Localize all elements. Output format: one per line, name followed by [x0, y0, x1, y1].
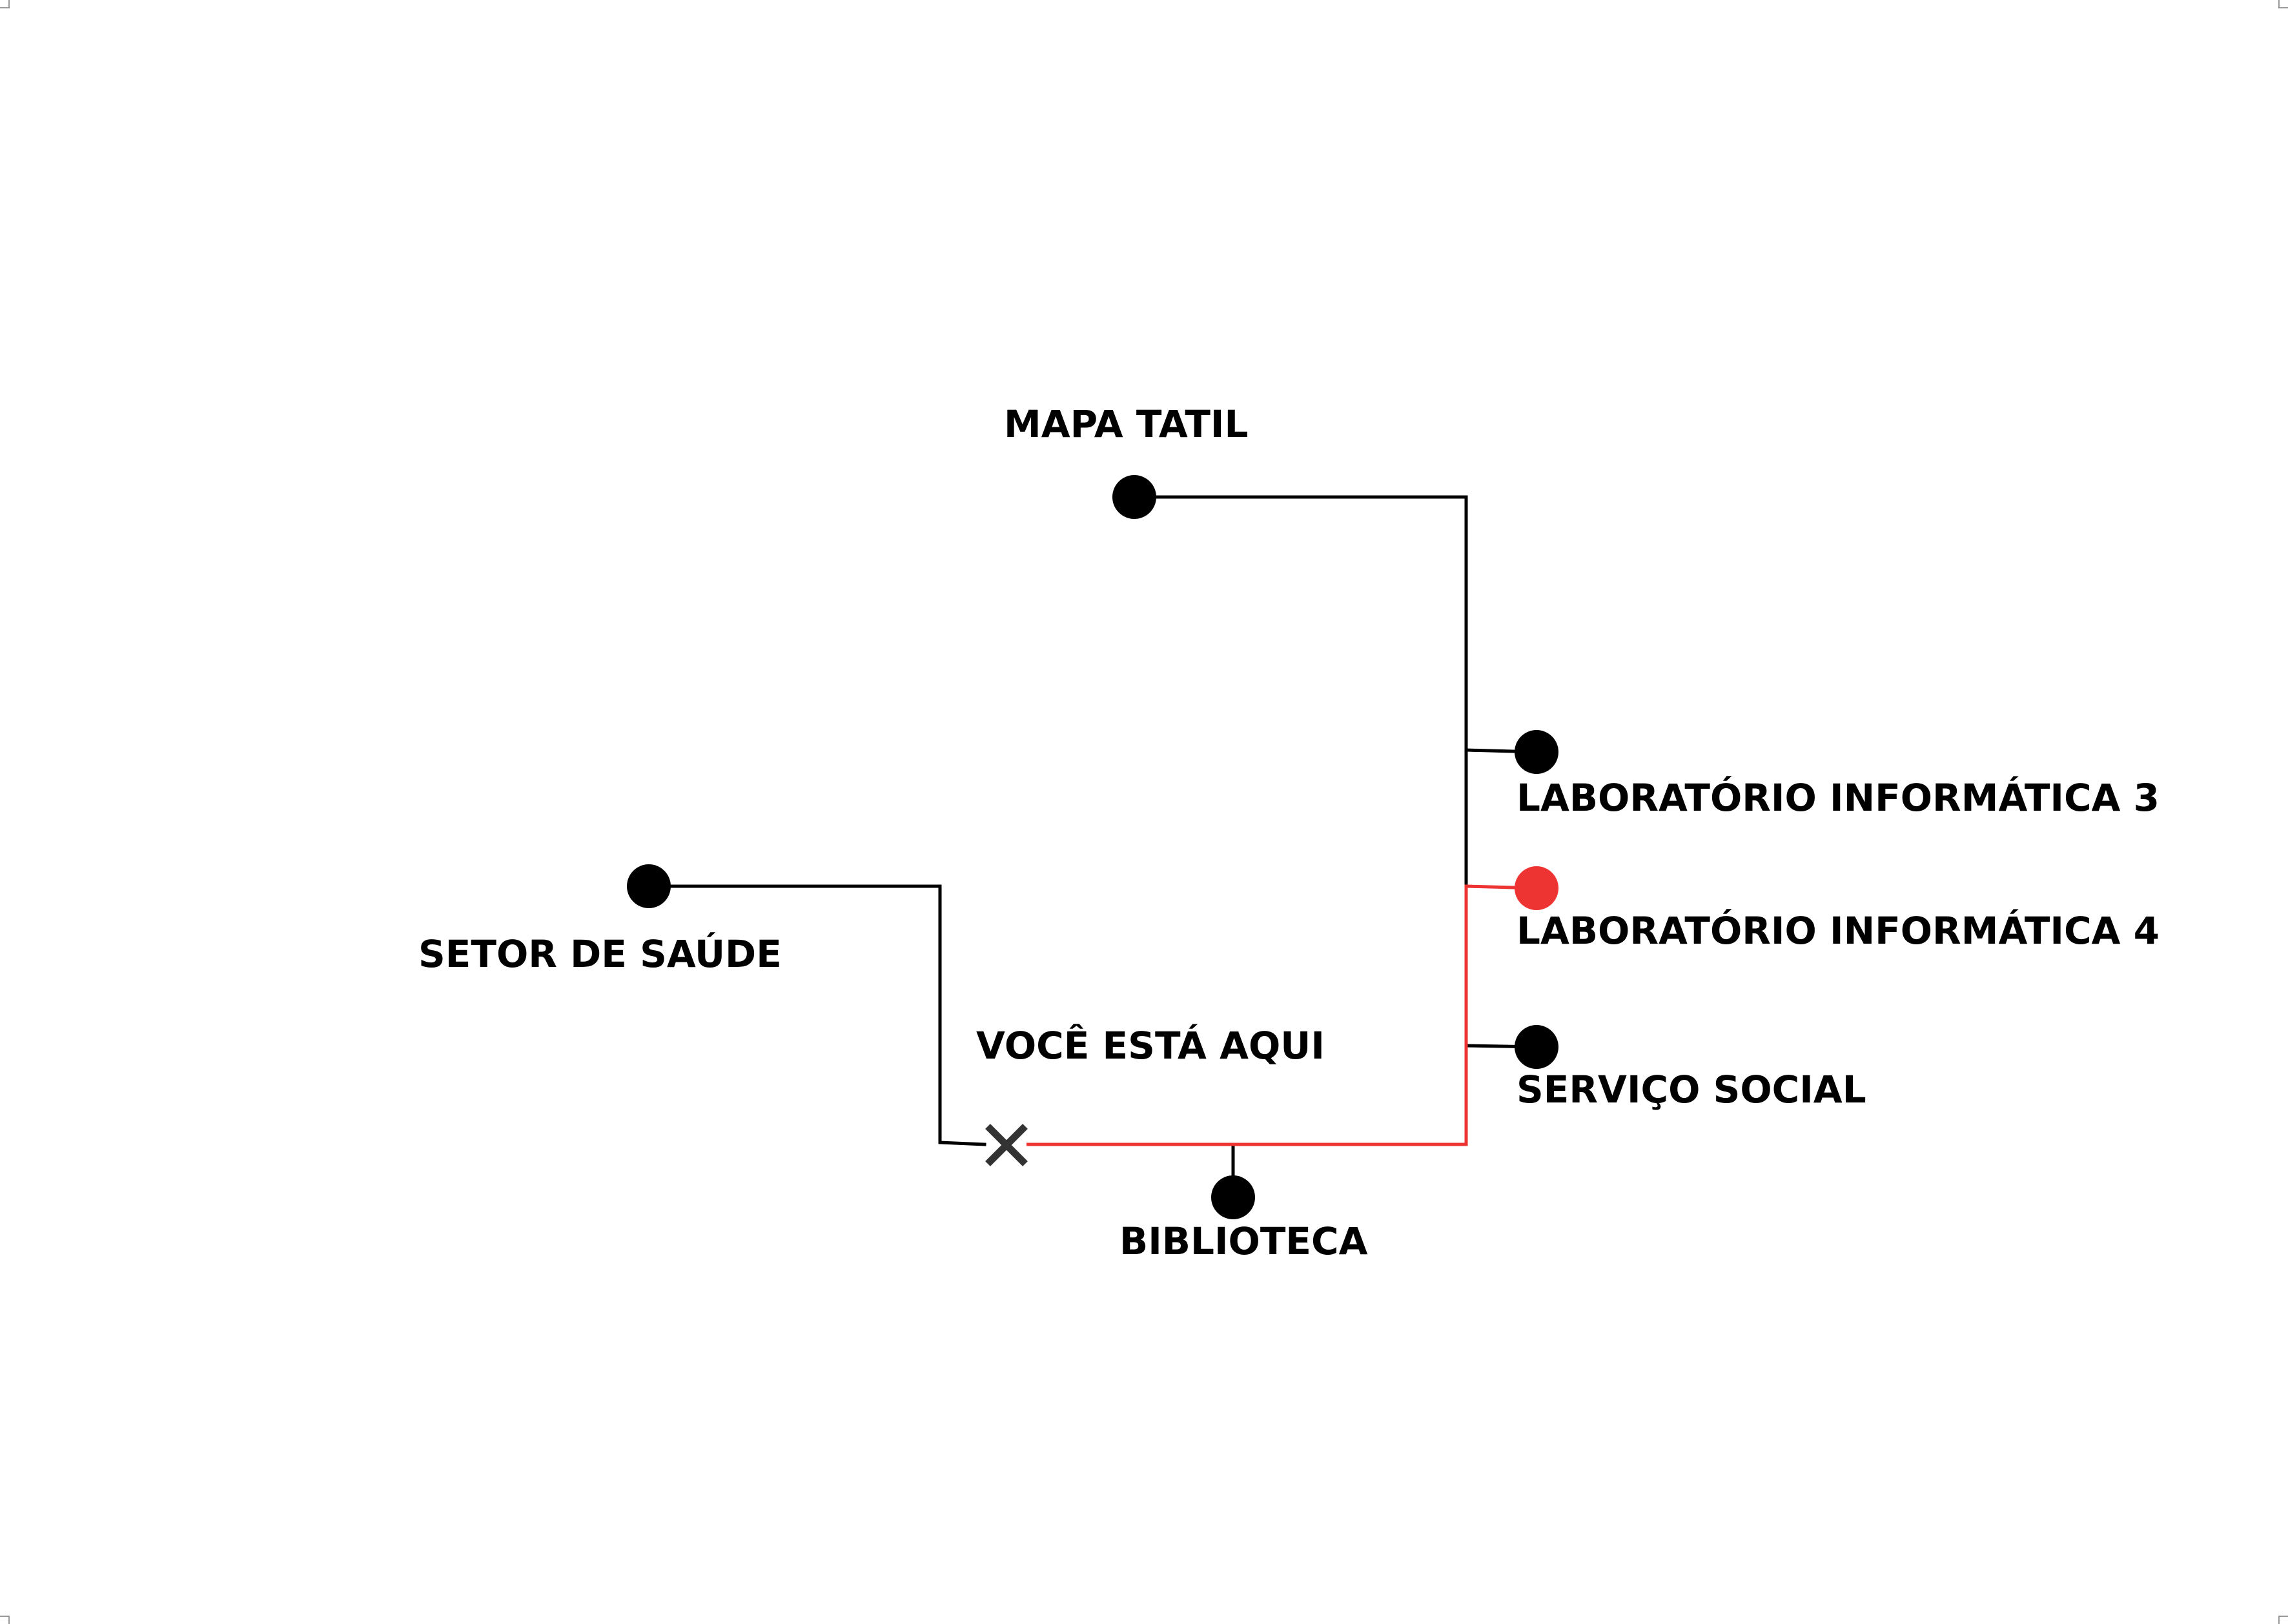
node-setor-saude[interactable]	[627, 864, 671, 908]
highlighted-route	[1027, 884, 1537, 1146]
label-setor-saude: SETOR DE SAÚDE	[418, 931, 782, 976]
label-biblioteca: BIBLIOTECA	[1119, 1219, 1368, 1263]
label-lab4: LABORATÓRIO INFORMÁTICA 4	[1517, 908, 2160, 953]
node-mapa-tatil[interactable]	[1112, 475, 1156, 519]
node-lab4-destination[interactable]	[1515, 866, 1558, 910]
node-servico-social[interactable]	[1515, 1025, 1558, 1069]
label-servico-social: SERVIÇO SOCIAL	[1517, 1068, 1866, 1111]
label-mapa-tatil: MAPA TATIL	[1004, 402, 1248, 446]
path-mapa-tatil	[1132, 495, 1468, 888]
location-nodes	[627, 475, 1558, 1219]
label-voce-esta-aqui: VOCÊ ESTÁ AQUI	[976, 1023, 1325, 1068]
node-lab3[interactable]	[1515, 730, 1558, 774]
path-network	[647, 495, 1538, 1199]
close-x-icon	[985, 1124, 1028, 1166]
path-setor-saude	[647, 884, 986, 1146]
label-lab3: LABORATÓRIO INFORMÁTICA 3	[1517, 775, 2160, 820]
node-biblioteca[interactable]	[1211, 1175, 1255, 1219]
